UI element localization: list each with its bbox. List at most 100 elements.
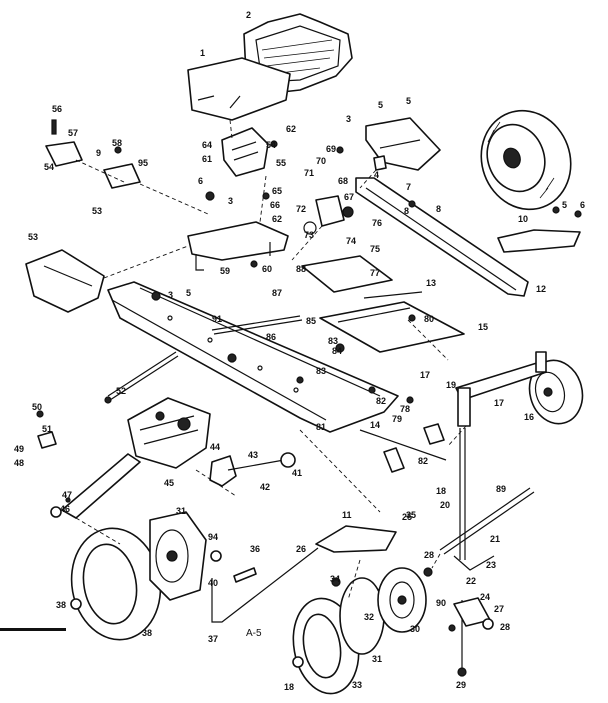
callout: 95 xyxy=(138,158,148,168)
callout: 21 xyxy=(490,534,500,544)
callout: 24 xyxy=(480,592,490,602)
callout: 78 xyxy=(400,404,410,414)
callout: 5 xyxy=(186,288,191,298)
spindle-bracket xyxy=(497,229,581,253)
callout: 17 xyxy=(494,398,504,408)
callout: 31 xyxy=(176,506,186,516)
callout: 8 xyxy=(436,204,441,214)
leader-lines xyxy=(75,119,467,601)
callout: 38 xyxy=(142,628,152,638)
callout: 90 xyxy=(436,598,446,608)
callout: 87 xyxy=(272,288,282,298)
callout: 9 xyxy=(96,148,101,158)
callout: 84 xyxy=(332,346,342,356)
callout: 80 xyxy=(424,314,434,324)
callout: 31 xyxy=(372,654,382,664)
callout: 77 xyxy=(370,268,380,278)
corner-rule xyxy=(0,628,66,631)
frame-plate-91 xyxy=(301,255,393,293)
callout: 45 xyxy=(164,478,174,488)
callout: 60 xyxy=(262,264,272,274)
control-rods xyxy=(107,291,447,461)
callout: 88 xyxy=(296,264,306,274)
callout: 5 xyxy=(562,200,567,210)
steering-shaft xyxy=(439,428,535,668)
frame-plate-14 xyxy=(319,301,465,353)
callout: 75 xyxy=(370,244,380,254)
front-axle xyxy=(355,177,529,297)
callout: 3 xyxy=(228,196,233,206)
callout: 83 xyxy=(328,336,338,346)
callout: 1 xyxy=(200,48,205,58)
callout: 79 xyxy=(392,414,402,424)
callout-labels: 1 2 3 3 3 4 5 5 5 5 6 6 7 8 8 9 10 11 12… xyxy=(14,10,585,692)
callout: 18 xyxy=(436,486,446,496)
callout: 54 xyxy=(266,140,276,150)
callout: 41 xyxy=(292,468,302,478)
callout: 10 xyxy=(518,214,528,224)
callout: 69 xyxy=(326,144,336,154)
drag-link-bracket xyxy=(315,525,397,553)
callout: 29 xyxy=(456,680,466,690)
callout: 26 xyxy=(296,544,306,554)
callout: 68 xyxy=(338,176,348,186)
callout: 13 xyxy=(426,278,436,288)
callout: 58 xyxy=(112,138,122,148)
callout: 15 xyxy=(478,322,488,332)
callout: 35 xyxy=(406,510,416,520)
callout: 37 xyxy=(208,634,218,644)
callout: 12 xyxy=(536,284,546,294)
callout: 66 xyxy=(270,200,280,210)
rear-wheel-left xyxy=(70,511,207,641)
transaxle xyxy=(61,397,211,519)
callout: 34 xyxy=(330,574,340,584)
callout: 6 xyxy=(580,200,585,210)
callout: 11 xyxy=(342,510,352,520)
callout: 23 xyxy=(486,560,496,570)
callout: 85 xyxy=(306,316,316,326)
callout: 6 xyxy=(198,176,203,186)
callout: 16 xyxy=(524,412,534,422)
callout: 25 xyxy=(402,512,412,522)
callout: 8 xyxy=(404,206,409,216)
callout: 3 xyxy=(168,290,173,300)
callout: 57 xyxy=(68,128,78,138)
callout: 43 xyxy=(248,450,258,460)
callout: 42 xyxy=(260,482,270,492)
callout: 62 xyxy=(286,124,296,134)
callout: 50 xyxy=(32,402,42,412)
callout: 72 xyxy=(296,204,306,214)
callout: 30 xyxy=(410,624,420,634)
callout: 65 xyxy=(272,186,282,196)
hardware xyxy=(36,119,582,677)
rear-foot-plate xyxy=(25,249,105,313)
front-wheel-lower xyxy=(528,359,584,425)
front-wheel-upper xyxy=(480,109,572,211)
callout: 4 xyxy=(374,170,379,180)
callout: 74 xyxy=(346,236,356,246)
rear-wheel-right xyxy=(292,567,427,695)
callout: 5 xyxy=(378,100,383,110)
callout: 49 xyxy=(14,444,24,454)
callout: 55 xyxy=(276,158,286,168)
callout: 81 xyxy=(316,422,326,432)
callout: 20 xyxy=(440,500,450,510)
callout: 17 xyxy=(420,370,430,380)
callout: 32 xyxy=(364,612,374,622)
callout: 7 xyxy=(406,182,411,192)
shift-lever xyxy=(209,452,296,487)
callout: 38 xyxy=(56,600,66,610)
callout: 28 xyxy=(500,622,510,632)
seat-assembly xyxy=(187,13,353,121)
rod-36 xyxy=(211,547,319,623)
callout: 28 xyxy=(424,550,434,560)
callout: 18 xyxy=(284,682,294,692)
callout: 27 xyxy=(494,604,504,614)
callout: 22 xyxy=(466,576,476,586)
callout: 71 xyxy=(304,168,314,178)
callout: 94 xyxy=(208,532,218,542)
callout: 33 xyxy=(352,680,362,690)
callout: 70 xyxy=(316,156,326,166)
callout: 51 xyxy=(42,424,52,434)
